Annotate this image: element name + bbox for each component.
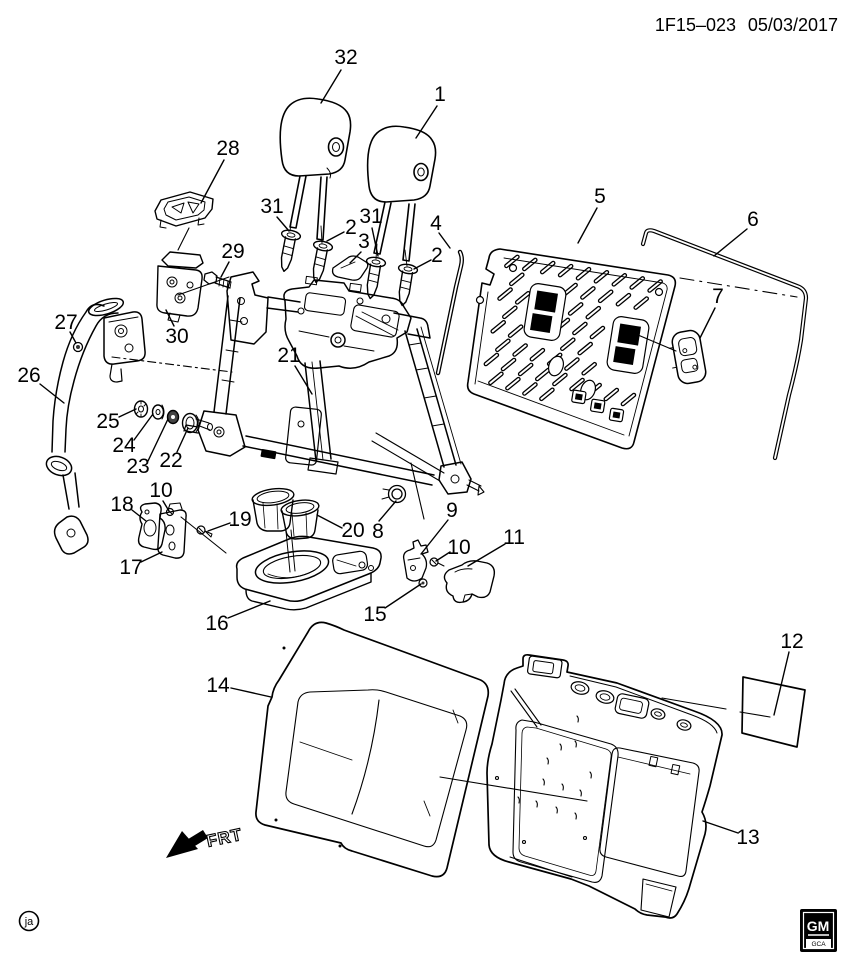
callout-2a: 2 [345,216,357,239]
callout-15: 15 [363,603,386,626]
part-bracket-17 [157,502,187,559]
callout-17: 17 [119,556,142,579]
callout-18: 18 [110,493,133,516]
part-knob-8 [381,484,407,504]
callout-14: 14 [206,674,230,697]
part-nut-15 [418,578,428,588]
part-washers-22-25 [133,400,213,434]
gm-logo-text: GM [807,918,830,934]
callout-12: 12 [780,630,803,653]
part-bracket-9 [402,539,429,582]
front-arrow-icon [166,831,198,858]
part-screw-10-right [429,557,445,567]
callout-27: 27 [54,311,77,334]
callout-16: 16 [205,612,228,635]
assembly-reference-lines [111,215,798,802]
part-belt-26 [45,297,146,555]
part-bracket-18 [137,502,166,551]
callout-29: 29 [221,240,244,263]
callout-19: 19 [228,508,251,531]
part-escutcheon-3 [331,255,369,281]
part-latch-cover-7 [668,329,707,385]
author-mark-label: ja [24,916,34,928]
callout-23: 23 [126,455,149,478]
part-back-panel-5 [466,248,677,450]
drawing-date: 05/03/2017 [748,15,838,35]
part-seal-6 [640,228,809,461]
callout-3: 3 [358,230,370,253]
part-seatback-13 [486,653,723,919]
part-headrest-guides [280,229,419,307]
callout-7: 7 [712,285,724,308]
callout-11: 11 [503,526,525,549]
drawing-number: 1F15–023 [655,15,736,35]
callout-10a: 10 [149,479,172,502]
frt-direction-indicator: FRT [166,824,245,858]
part-cushion-14 [255,621,490,878]
callout-22: 22 [159,449,182,472]
callout-5: 5 [594,185,606,208]
callout-25: 25 [96,410,119,433]
callout-20: 20 [341,519,364,542]
callout-32: 32 [334,46,357,69]
callout-30: 30 [165,325,188,348]
part-headrest-left [279,97,352,241]
part-cupholder-20 [251,487,320,573]
frt-label: FRT [205,825,244,851]
callout-13: 13 [736,826,759,849]
author-badge: ja [18,910,40,932]
part-rod-4 [435,249,464,376]
callout-28: 28 [216,137,239,160]
callout-31b: 31 [359,205,382,228]
part-label-12 [741,676,806,748]
part-latch-30 [156,251,204,323]
callout-leaders [39,69,790,834]
part-armrest-base-16 [235,535,382,611]
gm-logo: GM GCA [800,909,837,952]
callout-24: 24 [112,434,136,457]
part-back-panel-5-details [474,257,668,437]
part-headrest-right [366,125,437,262]
callout-9: 9 [446,499,458,522]
callout-31a: 31 [260,195,283,218]
callout-4: 4 [430,212,442,235]
part-frame-21 [183,271,485,496]
callout-6: 6 [747,208,759,231]
callout-8: 8 [372,520,384,543]
part-nut-27 [72,341,84,353]
gm-logo-subtext: GCA [811,941,826,948]
callout-10b: 10 [447,536,470,559]
part-bezel-28 [154,191,214,229]
part-bolt-29 [203,271,232,289]
callout-21: 21 [277,344,300,367]
callout-labels: 32 1 28 31 2 3 31 2 4 29 5 6 7 30 27 26 … [17,46,803,849]
callout-26: 26 [17,364,40,387]
callout-1: 1 [434,83,446,106]
callout-2b: 2 [431,244,443,267]
part-cover-11 [443,560,496,604]
